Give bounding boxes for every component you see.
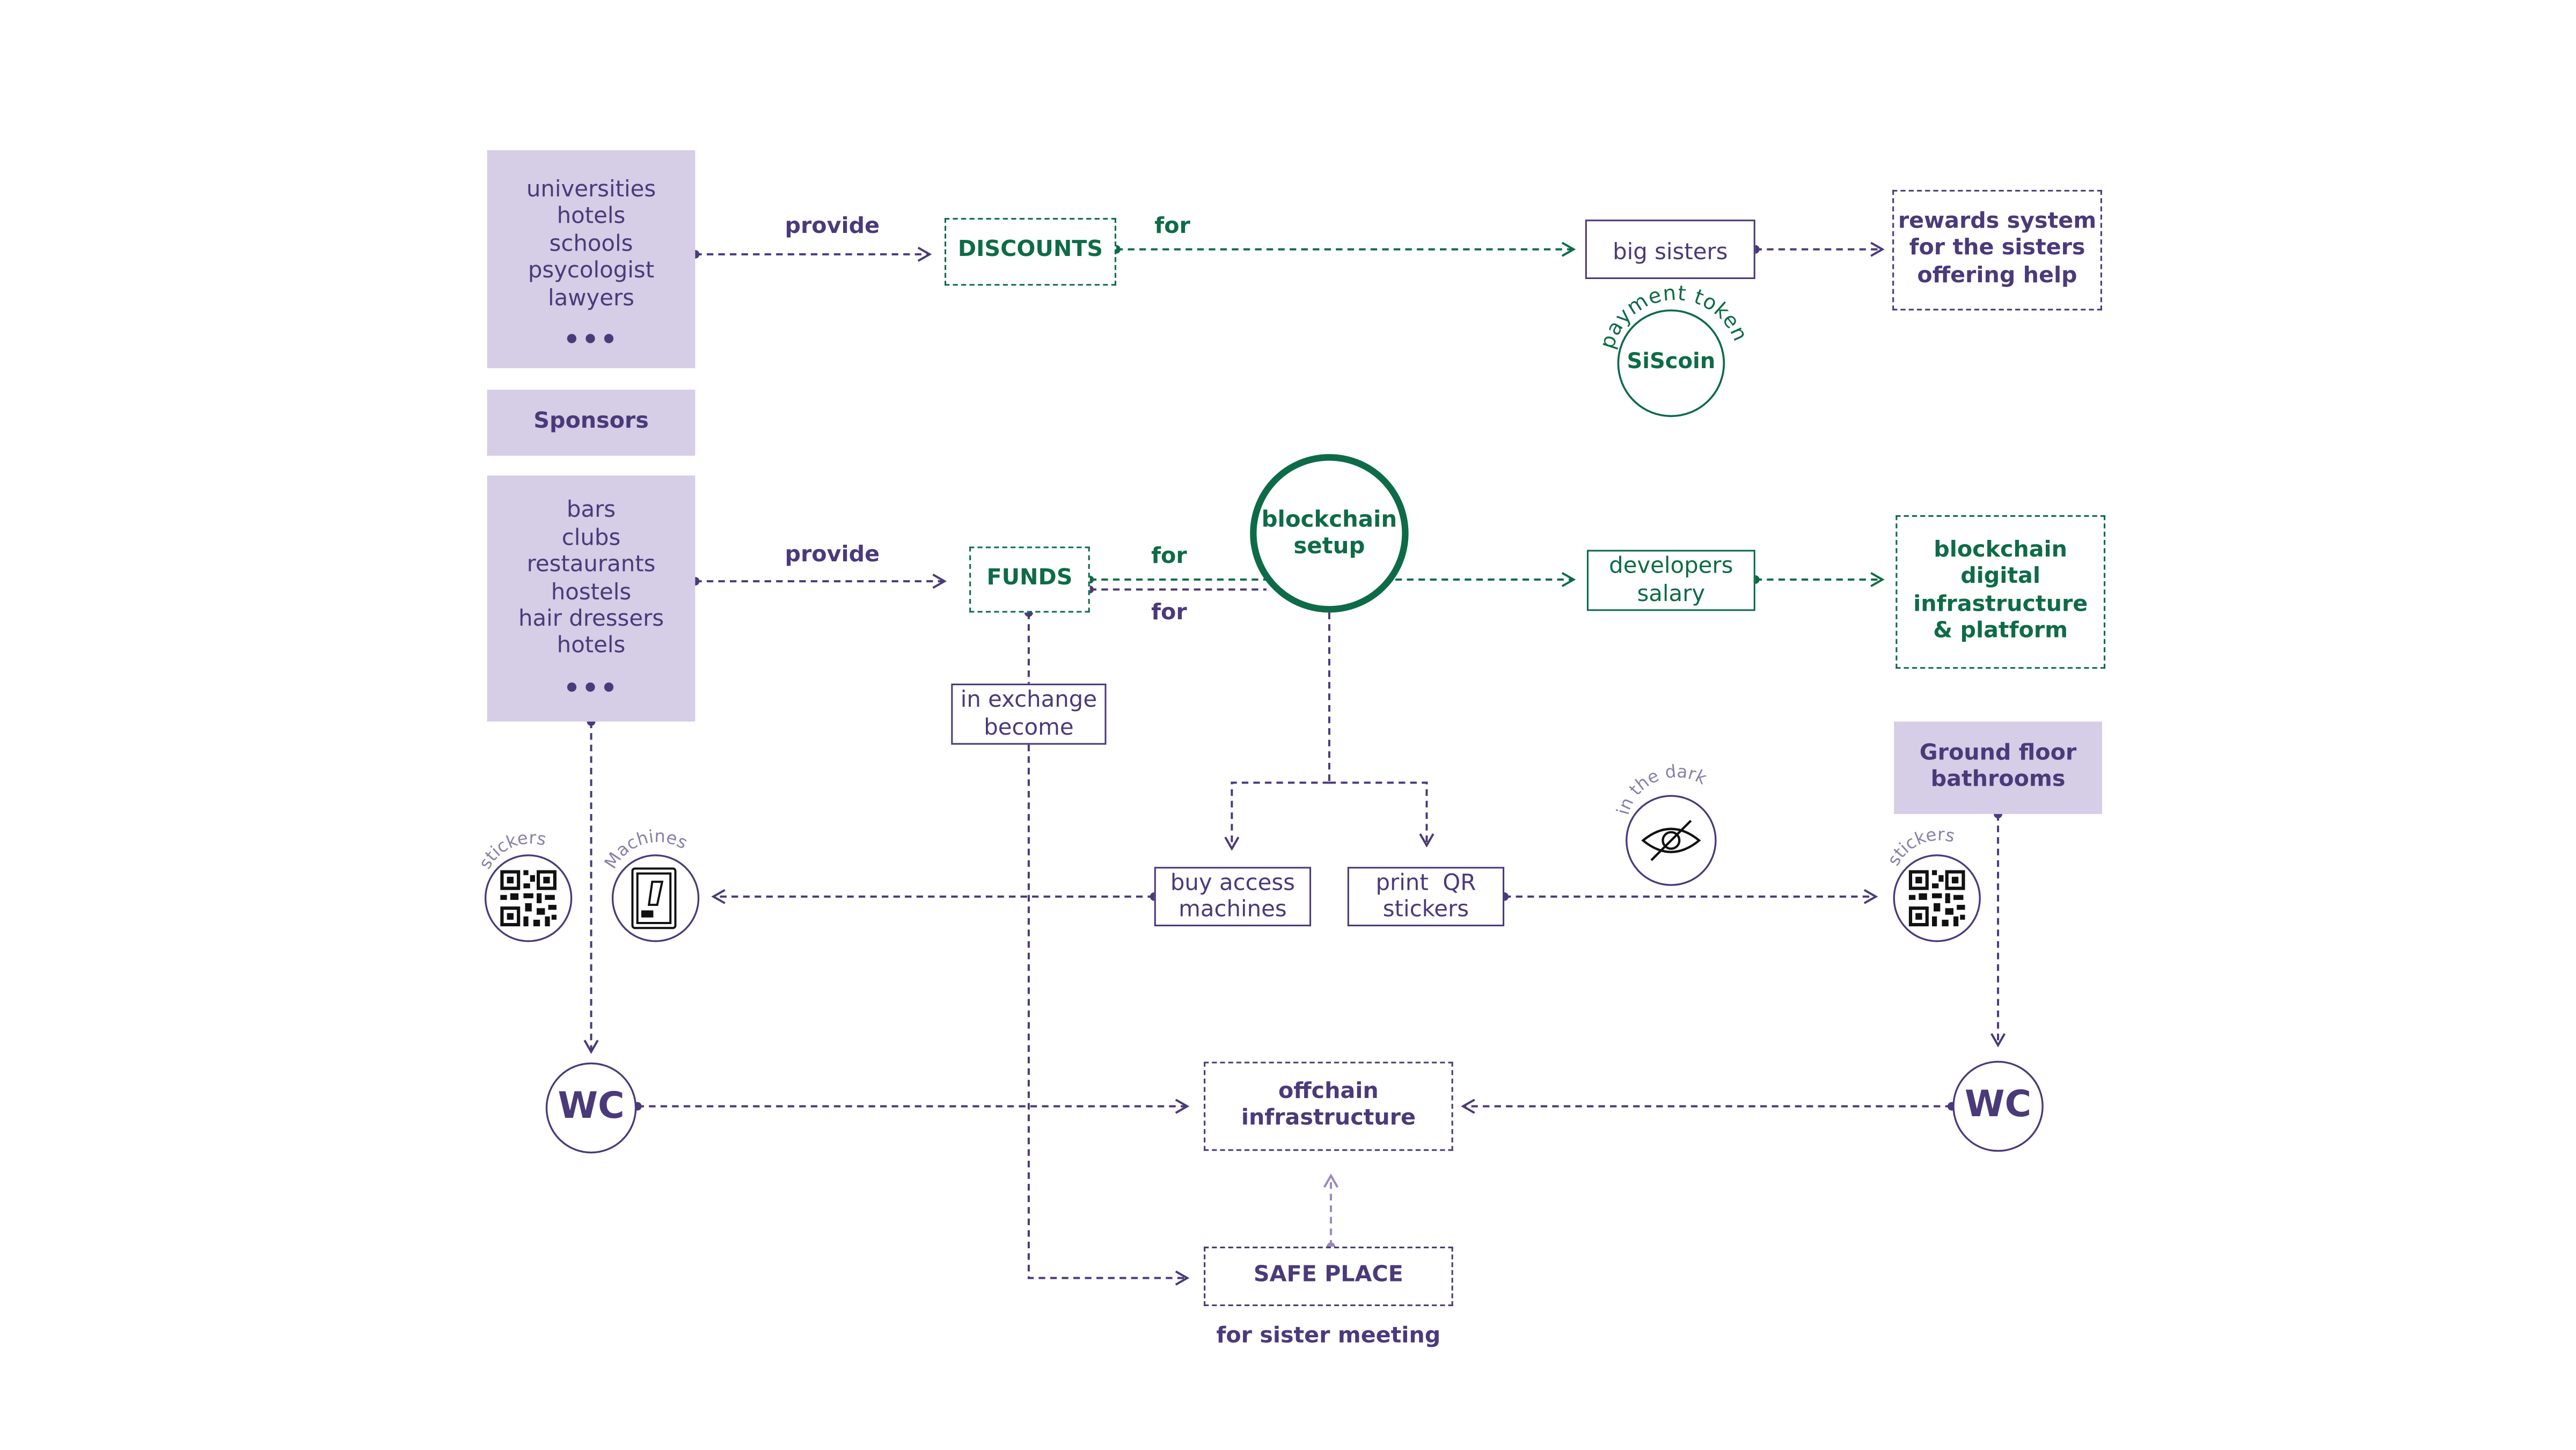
vending-machine-icon [631,867,677,929]
developers-salary-box: developers salary [1586,550,1755,611]
eye-slash-icon [1641,819,1701,861]
blockchain-setup-line: setup [1293,533,1365,560]
blockchain-setup-circle [1250,454,1409,613]
buy-access-line: machines [1179,896,1287,923]
blockchain-infra-line: & platform [1933,619,2068,644]
partner-lawyers: lawyers [548,285,634,312]
buy-access-line: buy access [1170,869,1295,896]
partners-bottom-box: bars clubs restaurants hostels hair dres… [487,475,696,722]
blockchain-setup-label: blockchain setup [1253,503,1405,563]
machines-circle [611,854,700,942]
print-qr-line: print QR [1375,869,1476,896]
wc-left-circle [545,1062,637,1154]
wc-right-label: WC [1964,1084,2032,1126]
partner-clubs: clubs [561,524,621,551]
partner-hair-dressers: hair dressers [518,605,664,633]
partner-hostels: hostels [551,578,632,605]
qr-icon [1908,870,1965,927]
wc-right-circle [1952,1060,2044,1152]
discounts-box: DISCOUNTS [944,218,1116,286]
blockchain-infra-line: digital [1960,565,2041,590]
siscoin-token-circle [1617,309,1725,418]
exchange-box: in exchange become [951,683,1107,745]
blockchain-infra-line: infrastructure [1913,592,2088,617]
partner-schools: schools [549,231,633,258]
edge-label-for: for [1151,544,1187,569]
rewards-line: rewards system [1898,209,2097,235]
partner-universities: universities [526,177,656,203]
arrow-exchange-safeplace [1027,744,1190,1286]
exchange-line: become [984,714,1074,741]
rewards-line: for the sisters [1909,236,2085,262]
blockchain-infrastructure-box: blockchain digital infrastructure & plat… [1896,515,2106,669]
rewards-line: offering help [1917,263,2077,289]
blockchain-setup-line: blockchain [1261,506,1397,533]
partner-restaurants: restaurants [526,551,656,578]
partner-hotels: hotels [557,203,626,230]
arrow-split-print [1329,781,1435,848]
sister-meeting-caption: for sister meeting [1216,1324,1441,1349]
sponsors-label: Sponsors [487,390,696,456]
print-qr-stickers-box: print QR stickers [1347,867,1505,927]
edge-label-for: for [1154,214,1190,239]
partner-psycologist: psycologist [528,258,655,284]
siscoin-label: SiScoin [1627,349,1716,375]
more-ellipsis: ••• [563,671,619,703]
partner-bars: bars [566,497,616,524]
edge-label-provide: provide [785,214,880,239]
ground-floor-box: Ground floor bathrooms [1894,721,2102,814]
print-qr-line: stickers [1382,896,1469,923]
partner-hotels: hotels [557,633,626,660]
developers-salary-line: developers [1609,553,1733,580]
wc-left-label: WC [558,1086,625,1127]
exchange-line: in exchange [960,687,1097,714]
partners-top-box: universities hotels schools psycologist … [487,150,696,369]
funds-box: FUNDS [969,546,1090,613]
safe-place-box: SAFE PLACE [1204,1247,1453,1306]
big-sisters-box: big sisters [1585,219,1755,279]
offchain-line: infrastructure [1241,1106,1416,1131]
rewards-system-box: rewards system for the sisters offering … [1892,189,2102,311]
offchain-infrastructure-box: offchain infrastructure [1204,1061,1453,1151]
ground-floor-line: Ground floor [1919,741,2077,766]
blockchain-infra-line: blockchain [1934,538,2068,563]
developers-salary-line: salary [1637,580,1706,607]
buy-access-machines-box: buy access machines [1154,867,1312,927]
qr-icon [500,870,557,927]
arrow-split-buy [1224,781,1329,851]
edge-label-for: for [1151,600,1187,626]
ground-floor-line: bathrooms [1930,767,2066,793]
more-ellipsis: ••• [563,324,619,355]
edge-label-provide: provide [785,543,880,568]
offchain-line: offchain [1278,1079,1379,1104]
